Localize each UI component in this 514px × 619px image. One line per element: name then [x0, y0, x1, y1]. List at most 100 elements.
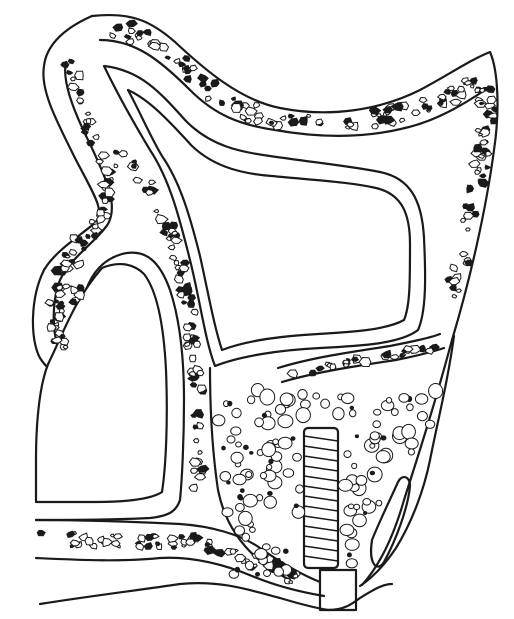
graft-particle [296, 408, 310, 423]
implant-thread [304, 546, 338, 551]
graft-particle [250, 527, 256, 532]
trabecula [190, 65, 197, 70]
graft-particle [267, 465, 272, 470]
trabecula [179, 265, 189, 272]
trabecula [171, 237, 182, 243]
trabecula [87, 140, 95, 145]
implant-thread [304, 446, 338, 451]
graft-particle [220, 472, 231, 482]
graft-particle [350, 410, 356, 417]
graft-particle [222, 508, 233, 517]
graft-particle [356, 476, 367, 486]
medial-graft-boundary [360, 336, 454, 586]
trabecula [235, 554, 246, 561]
graft-particle [429, 384, 443, 399]
graft-particle [313, 393, 320, 399]
graft-particle [278, 415, 293, 428]
trabecula [450, 284, 457, 291]
graft-particle [425, 420, 434, 428]
graft-particle [250, 452, 253, 455]
graft-particle [348, 504, 353, 509]
trabecula [330, 364, 336, 370]
trabecula [85, 537, 93, 545]
graft-particle [228, 401, 232, 406]
trabecula [186, 539, 195, 545]
graft-particle [367, 467, 382, 482]
trabecula [133, 177, 142, 183]
trabecula [69, 250, 77, 256]
implant-thread [304, 456, 338, 461]
trabecula [81, 130, 88, 135]
trabecula [438, 94, 447, 100]
trabecula [288, 114, 294, 118]
trabecula [254, 103, 260, 109]
graft-particle [243, 494, 257, 507]
trabecula [174, 261, 179, 266]
trabecula [68, 59, 74, 64]
trabecula [61, 62, 69, 68]
graft-particle [236, 503, 245, 511]
graft-particle [347, 553, 351, 557]
trabecula [156, 542, 160, 546]
trabecula [190, 383, 197, 387]
graft-particle [376, 500, 382, 506]
trabecula [280, 116, 286, 120]
graft-particle [280, 393, 293, 405]
trabecula [105, 188, 115, 197]
trabecula [188, 295, 196, 301]
trabecula [390, 355, 400, 360]
graft-particle [278, 437, 292, 449]
graft-particle [231, 427, 241, 435]
trabecula [419, 98, 427, 103]
trabecula [110, 33, 116, 39]
trabecula [182, 301, 187, 304]
trabecula [159, 43, 168, 51]
graft-particle [239, 496, 243, 500]
graft-particle [213, 415, 225, 426]
graft-particle [294, 504, 298, 508]
graft-particle [402, 424, 416, 439]
trabecula [450, 264, 458, 271]
trabecula [75, 71, 84, 79]
trabecula [192, 535, 203, 541]
graft-particle [246, 472, 252, 478]
trabecula [193, 335, 200, 340]
trabecula [474, 144, 482, 152]
trabecula [54, 300, 58, 303]
graft-particle [364, 512, 367, 515]
trabecula [183, 334, 191, 341]
trabecula [461, 218, 466, 222]
trabecula [460, 251, 469, 256]
trabecula [412, 110, 421, 116]
trabecula [136, 35, 142, 40]
trabecula [287, 370, 297, 378]
trabecula [254, 118, 263, 125]
graft-particle [291, 437, 295, 440]
graft-particle [293, 453, 302, 461]
trabecula [63, 345, 68, 348]
trabecula [165, 56, 170, 59]
trabecula [126, 39, 134, 45]
trabecula [45, 299, 54, 305]
graft-particle [264, 570, 271, 577]
trabecula [149, 180, 156, 184]
trabecula [51, 266, 61, 275]
graft-particle [273, 439, 279, 445]
graft-particle [268, 492, 273, 496]
trabecula [86, 119, 91, 124]
graft-particle [247, 396, 254, 404]
trabecula [160, 230, 167, 236]
graft-particle [284, 549, 289, 553]
trabecula [77, 89, 84, 96]
trabecula [103, 538, 113, 546]
trabecula [96, 159, 104, 164]
graft-particle [260, 389, 275, 405]
trabecula [352, 357, 359, 361]
graft-particle [274, 567, 284, 576]
trabecula [77, 98, 84, 103]
trabecula [427, 106, 432, 111]
trabecula [195, 474, 206, 480]
trabecula [206, 96, 212, 101]
trabecula [98, 152, 109, 159]
